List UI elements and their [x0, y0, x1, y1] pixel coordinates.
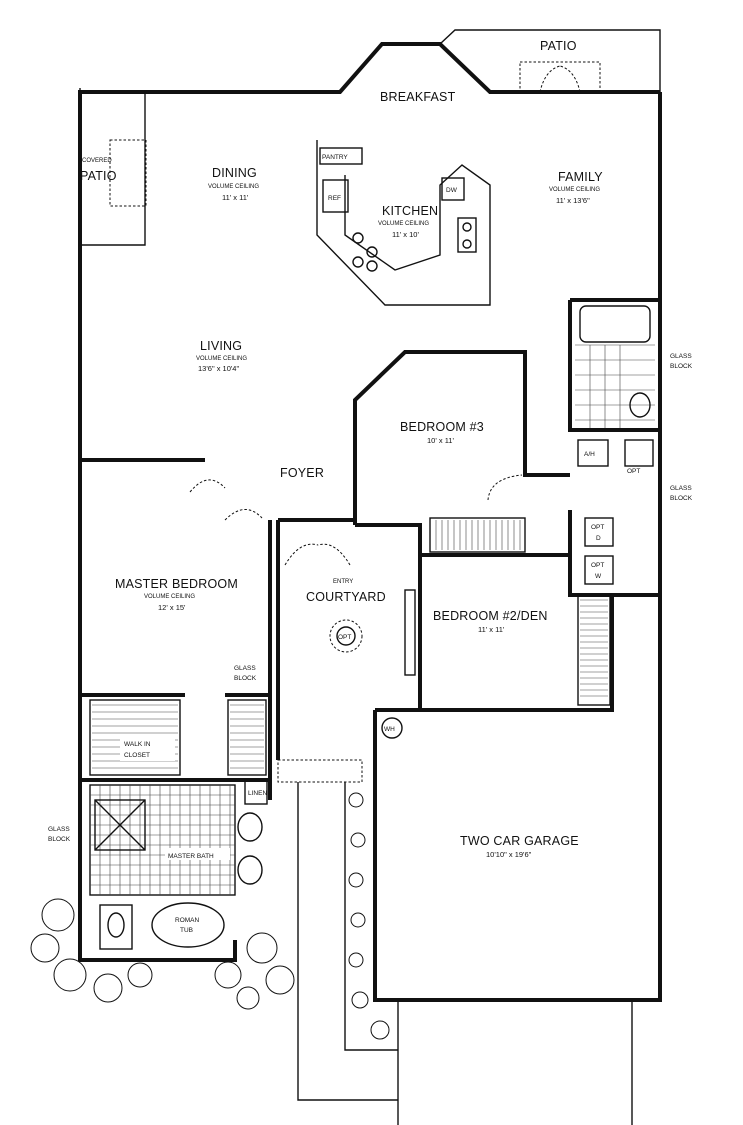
patio-top-area: PATIO [519, 39, 601, 93]
living-room: LIVING VOLUME CEILING 13'6" x 10'4" [196, 339, 247, 373]
covered-label: COVERED [82, 158, 112, 164]
block-label-1: BLOCK [670, 363, 693, 370]
courtyard-label: COURTYARD [306, 590, 386, 604]
closet-label: CLOSET [124, 752, 150, 759]
ah-label: A/H [584, 451, 595, 458]
block-label-2: BLOCK [670, 495, 693, 502]
covered-patio-label: PATIO [80, 169, 117, 183]
exterior-walls [78, 29, 662, 1002]
bedroom3-label: BEDROOM #3 [400, 420, 484, 434]
dining-dimensions: 11' x 11' [222, 193, 249, 202]
covered-patio: COVERED PATIO [80, 139, 147, 207]
dining-ceiling: VOLUME CEILING [208, 184, 259, 190]
glass-label-2: GLASS [670, 485, 692, 492]
kitchen-dimensions: 11' x 10' [392, 230, 419, 239]
tub-label: TUB [180, 927, 193, 934]
garage: WH TWO CAR GARAGE 10'10" x 19'6" [381, 717, 633, 1125]
family-dimensions: 11' x 13'6" [556, 196, 590, 205]
bedroom2-dimensions: 11' x 11' [478, 625, 505, 634]
kitchen-label: KITCHEN [382, 204, 438, 218]
wh-label: WH [384, 726, 395, 733]
linen-label: LINEN [248, 790, 267, 797]
walkway [277, 759, 398, 1101]
master-ceiling: VOLUME CEILING [144, 594, 195, 600]
patio-top-label: PATIO [540, 39, 577, 53]
courtyard: ENTRY COURTYARD OPT [276, 518, 422, 760]
bedroom-3: BEDROOM #3 10' x 11' [353, 350, 570, 525]
family-ceiling: VOLUME CEILING [549, 187, 600, 193]
opt-d-letter: D [596, 535, 601, 542]
bedroom2-label: BEDROOM #2/DEN [433, 609, 548, 623]
landscaping [30, 792, 390, 1040]
bedroom-2-den: BEDROOM #2/DEN 11' x 11' [420, 517, 614, 712]
garage-label: TWO CAR GARAGE [460, 834, 579, 848]
courtyard-opt-label: OPT [338, 634, 351, 641]
glass-label-3: GLASS [234, 665, 256, 672]
family-label: FAMILY [558, 170, 603, 184]
opt-w-label: OPT [591, 562, 604, 569]
kitchen: PANTRY REF DW KITCHEN VOLUME CEILING 11'… [316, 140, 491, 306]
opt-w-letter: W [595, 573, 602, 580]
kitchen-ceiling: VOLUME CEILING [378, 221, 429, 227]
opt-d-label: OPT [591, 524, 604, 531]
master-bath-label: MASTER BATH [168, 853, 214, 860]
walk-in-closet: WALK IN CLOSET [80, 693, 270, 776]
bedroom3-dimensions: 10' x 11' [427, 436, 454, 445]
family-room: FAMILY VOLUME CEILING 11' x 13'6" [549, 170, 603, 205]
master-dimensions: 12' x 15' [158, 603, 186, 612]
garage-dimensions: 10'10" x 19'6" [486, 850, 532, 859]
walk-in-label: WALK IN [124, 741, 151, 748]
breakfast-label: BREAKFAST [380, 90, 456, 104]
master-bedroom-label: MASTER BEDROOM [115, 577, 238, 591]
foyer-label: FOYER [280, 466, 324, 480]
entry-label: ENTRY [333, 579, 353, 585]
utility: A/H OPT GLASS BLOCK OPT D OPT W [568, 439, 693, 597]
master-bedroom: MASTER BEDROOM VOLUME CEILING 12' x 15' … [80, 458, 272, 800]
opt-label-1: OPT [627, 468, 640, 475]
living-dimensions: 13'6" x 10'4" [198, 364, 239, 373]
glass-label-1: GLASS [670, 353, 692, 360]
ref-label: REF [328, 195, 341, 202]
living-label: LIVING [200, 339, 242, 353]
block-label-3: BLOCK [234, 675, 257, 682]
pantry-label: PANTRY [322, 154, 348, 161]
living-ceiling: VOLUME CEILING [196, 356, 247, 362]
dining-label: DINING [212, 166, 257, 180]
block-label-4: BLOCK [48, 836, 71, 843]
dw-label: DW [446, 187, 458, 194]
hall-bath: GLASS BLOCK [568, 298, 693, 432]
roman-label: ROMAN [175, 917, 200, 924]
dining-room: DINING VOLUME CEILING 11' x 11' [208, 166, 259, 202]
glass-label-4: GLASS [48, 826, 70, 833]
master-bath: LINEN MASTER BATH ROMAN TUB [80, 778, 268, 950]
